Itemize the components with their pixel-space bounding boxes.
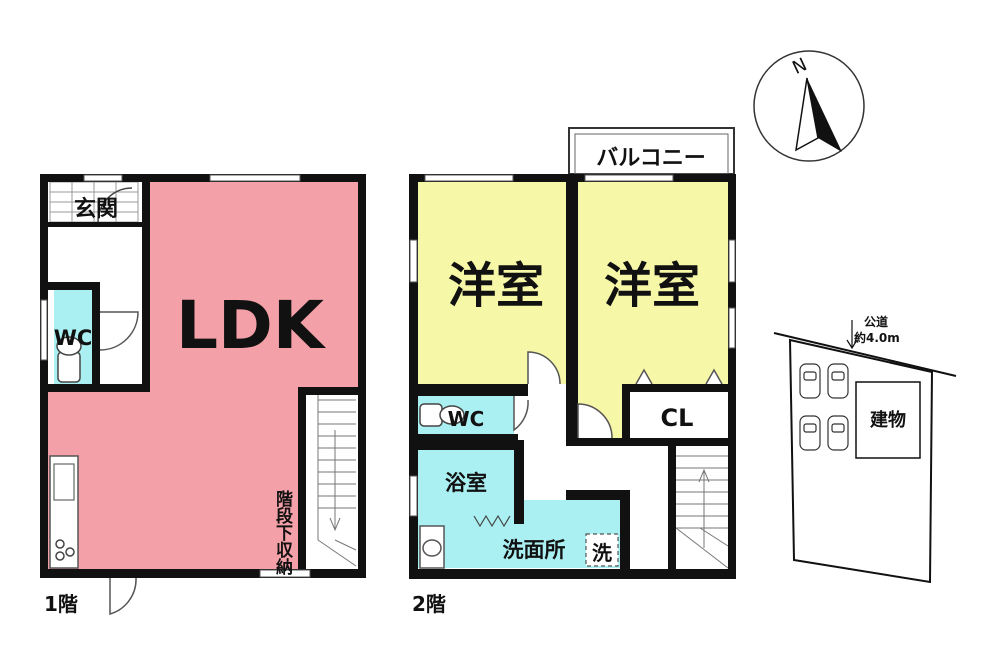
compass-needle-icon bbox=[807, 78, 842, 152]
bath-room-area bbox=[418, 450, 518, 516]
floor-2-label: 2階 bbox=[412, 592, 446, 616]
western-room-left-label: 洋室 bbox=[448, 258, 544, 314]
balcony-label: バルコニー bbox=[596, 146, 706, 171]
compass-needle-outline bbox=[795, 77, 819, 152]
wc-label-floor-1: WC bbox=[54, 326, 93, 350]
sink-icon bbox=[53, 463, 75, 501]
walls-floor-2 bbox=[409, 174, 736, 579]
floor-1-label: 1階 bbox=[44, 592, 78, 616]
wash-basin-icon bbox=[419, 525, 445, 569]
windows-floor-2 bbox=[409, 174, 736, 517]
stair-storage-label: 階段下収納 bbox=[272, 490, 293, 576]
floor-1: LDK 玄関 WC 階段下収納 1階 bbox=[40, 174, 366, 616]
building-footprint bbox=[855, 381, 921, 459]
ldk-label: LDK bbox=[176, 287, 327, 364]
windows-floor-1 bbox=[40, 174, 311, 578]
toilet-icon bbox=[419, 403, 465, 427]
closet-label: CL bbox=[661, 404, 694, 432]
car-icon bbox=[799, 363, 821, 399]
stove-burner-icon bbox=[55, 551, 65, 561]
bath-label: 浴室 bbox=[445, 471, 487, 495]
road-label: 公道 bbox=[864, 314, 888, 329]
wc-door-floor-2 bbox=[513, 396, 529, 432]
western-room-right-label: 洋室 bbox=[604, 258, 700, 314]
washroom-label: 洗面所 bbox=[503, 538, 566, 562]
compass: N bbox=[753, 50, 865, 162]
car-icon bbox=[827, 363, 849, 399]
hall-area bbox=[48, 222, 140, 282]
car-icon bbox=[799, 415, 821, 451]
closet-area bbox=[630, 392, 728, 438]
road-width-label: 約4.0m bbox=[854, 330, 900, 345]
walls-floor-1 bbox=[40, 174, 366, 578]
balcony-area bbox=[568, 127, 735, 175]
western-room-right-area bbox=[578, 182, 728, 384]
western-right-door bbox=[577, 403, 613, 439]
kitchen-counter bbox=[49, 455, 79, 569]
stairs-floor-2 bbox=[675, 446, 729, 569]
road-edge-line bbox=[773, 332, 957, 377]
washer-box bbox=[585, 533, 619, 567]
floor-2: 洋室 洋室 バルコニー WC CL 浴室 洗面所 洗 2階 bbox=[409, 127, 736, 616]
western-left-door bbox=[527, 351, 561, 385]
parking-cars bbox=[799, 363, 849, 451]
wc-door bbox=[99, 311, 139, 351]
stair-area bbox=[304, 395, 358, 569]
exterior-door bbox=[109, 577, 137, 615]
toilet-icon bbox=[56, 336, 82, 383]
ldk-area-lower bbox=[48, 387, 304, 569]
washer-label: 洗 bbox=[592, 541, 612, 565]
site-plan: 公道 約4.0m 建物 bbox=[773, 314, 957, 584]
wc-label-floor-2: WC bbox=[448, 407, 485, 431]
entrance-door bbox=[97, 187, 133, 223]
bath-fold-door bbox=[473, 514, 511, 528]
car-icon bbox=[827, 415, 849, 451]
closet-doors bbox=[635, 368, 723, 385]
entrance-label: 玄関 bbox=[74, 196, 118, 222]
building-label: 建物 bbox=[870, 409, 906, 431]
stairs-floor-1 bbox=[317, 395, 357, 567]
stove-burner-icon bbox=[55, 539, 65, 549]
stove-burner-icon bbox=[65, 547, 75, 557]
road-arrow-head bbox=[846, 339, 858, 350]
western-room-left-area bbox=[418, 182, 566, 384]
ldk-area-upper bbox=[150, 182, 358, 387]
